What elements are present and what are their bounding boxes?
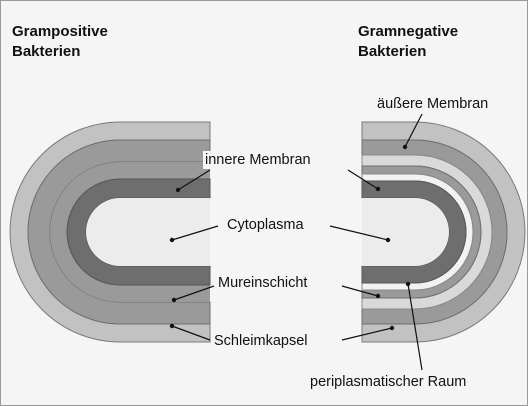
dot-cytoplasm-right [386, 238, 390, 242]
label-outer-membrane: äußere Membran [375, 95, 490, 113]
label-inner-membrane: innere Membran [203, 151, 313, 169]
dot-murein-left [172, 298, 176, 302]
heading-gramnegative: Gramnegative Bakterien [358, 22, 458, 62]
gn-cytoplasm [362, 198, 449, 266]
dot-slime-right [390, 326, 394, 330]
dot-murein-right [376, 294, 380, 298]
dot-periplasm [406, 282, 410, 286]
label-murein-layer: Mureinschicht [216, 274, 309, 292]
heading-grampositive-line2: Bakterien [12, 42, 108, 62]
label-periplasmic-space: periplasmatischer Raum [308, 373, 468, 391]
heading-grampositive-line1: Grampositive [12, 22, 108, 42]
dot-slime-left [170, 324, 174, 328]
dot-cytoplasm-left [170, 238, 174, 242]
grampositive-cell [10, 122, 210, 342]
heading-grampositive: Grampositive Bakterien [12, 22, 108, 62]
dot-inner-membrane-left [176, 188, 180, 192]
dot-inner-membrane-right [376, 187, 380, 191]
label-cytoplasm: Cytoplasma [225, 216, 306, 234]
gp-cytoplasm [86, 198, 210, 266]
gramnegative-cell [362, 122, 525, 342]
dot-outer-membrane [403, 145, 407, 149]
label-slime-capsule: Schleimkapsel [212, 332, 310, 350]
heading-gramnegative-line2: Bakterien [358, 42, 458, 62]
heading-gramnegative-line1: Gramnegative [358, 22, 458, 42]
